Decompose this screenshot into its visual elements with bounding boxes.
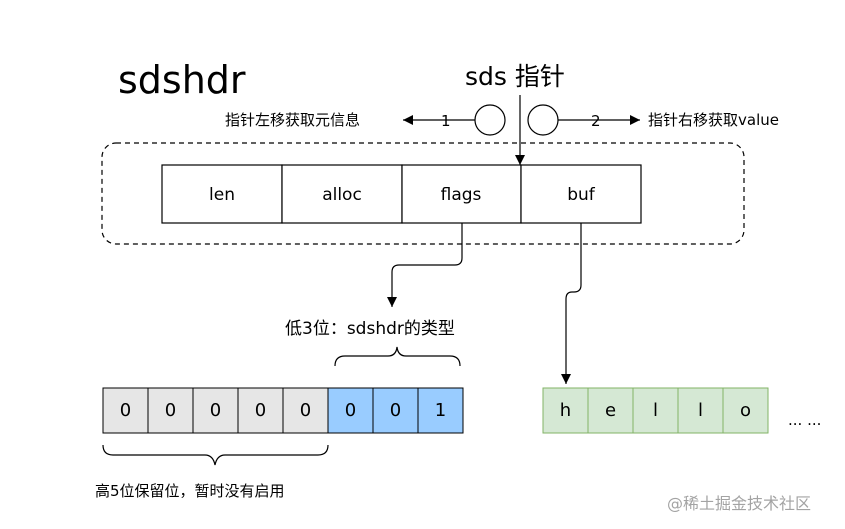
type-bits-brace xyxy=(334,346,461,367)
left-circle xyxy=(474,104,506,136)
bit-cell-5 xyxy=(327,387,374,434)
flags-bits-row: 0 0 0 0 0 0 0 1 xyxy=(102,387,464,434)
sdshdr-container xyxy=(101,142,745,245)
buf-char-1: e xyxy=(605,400,616,421)
bit-value-4: 0 xyxy=(300,400,311,421)
len-cell xyxy=(161,164,283,224)
header-table: len alloc flags buf xyxy=(161,164,642,224)
buf-cell xyxy=(520,164,642,224)
buf-char-cell-2 xyxy=(632,387,679,434)
bit-cell-7 xyxy=(417,387,464,434)
flags-arrow xyxy=(387,223,463,307)
bit-cell-3 xyxy=(237,387,284,434)
buf-char-3: l xyxy=(698,400,703,421)
bit-value-1: 0 xyxy=(165,400,176,421)
buf-label: buf xyxy=(567,185,596,205)
len-label: len xyxy=(209,185,235,205)
bit-cell-4 xyxy=(282,387,329,434)
bit-value-0: 0 xyxy=(120,400,131,421)
bit-cell-2 xyxy=(192,387,239,434)
diagram-title: sdshdr xyxy=(118,58,246,102)
buf-char-4: o xyxy=(740,400,751,421)
buf-char-cell-4 xyxy=(722,387,769,434)
buf-arrow xyxy=(561,223,582,384)
alloc-cell xyxy=(281,164,403,224)
reserved-bits-brace xyxy=(102,444,329,466)
flags-label: flags xyxy=(441,185,482,205)
buf-ellipsis: ... ... xyxy=(788,411,821,429)
buf-char-0: h xyxy=(560,400,571,421)
bit-value-3: 0 xyxy=(255,400,266,421)
reserved-caption: 高5位保留位，暂时没有启用 xyxy=(95,482,285,500)
bit-value-7: 1 xyxy=(435,400,446,421)
right-move-note: 指针右移获取value xyxy=(648,111,779,129)
left-move-note: 指针左移获取元信息 xyxy=(225,111,360,129)
buf-char-2: l xyxy=(653,400,658,421)
sds-pointer-label: sds 指针 xyxy=(465,62,565,91)
corner-watermark: @稀土掘金技术社区 xyxy=(667,494,811,513)
alloc-label: alloc xyxy=(322,185,362,205)
flags-cell xyxy=(401,164,522,224)
bit-value-2: 0 xyxy=(210,400,221,421)
right-circle xyxy=(527,104,559,136)
buf-char-cell-1 xyxy=(587,387,634,434)
buf-char-cell-0 xyxy=(542,387,589,434)
left-step-label: 1 xyxy=(441,112,451,130)
buf-chars-row: h e l l o xyxy=(542,387,769,434)
buf-char-cell-3 xyxy=(677,387,724,434)
bit-value-5: 0 xyxy=(345,400,356,421)
flags-caption: 低3位：sdshdr的类型 xyxy=(285,319,455,339)
right-step-label: 2 xyxy=(591,112,601,130)
bit-value-6: 0 xyxy=(390,400,401,421)
